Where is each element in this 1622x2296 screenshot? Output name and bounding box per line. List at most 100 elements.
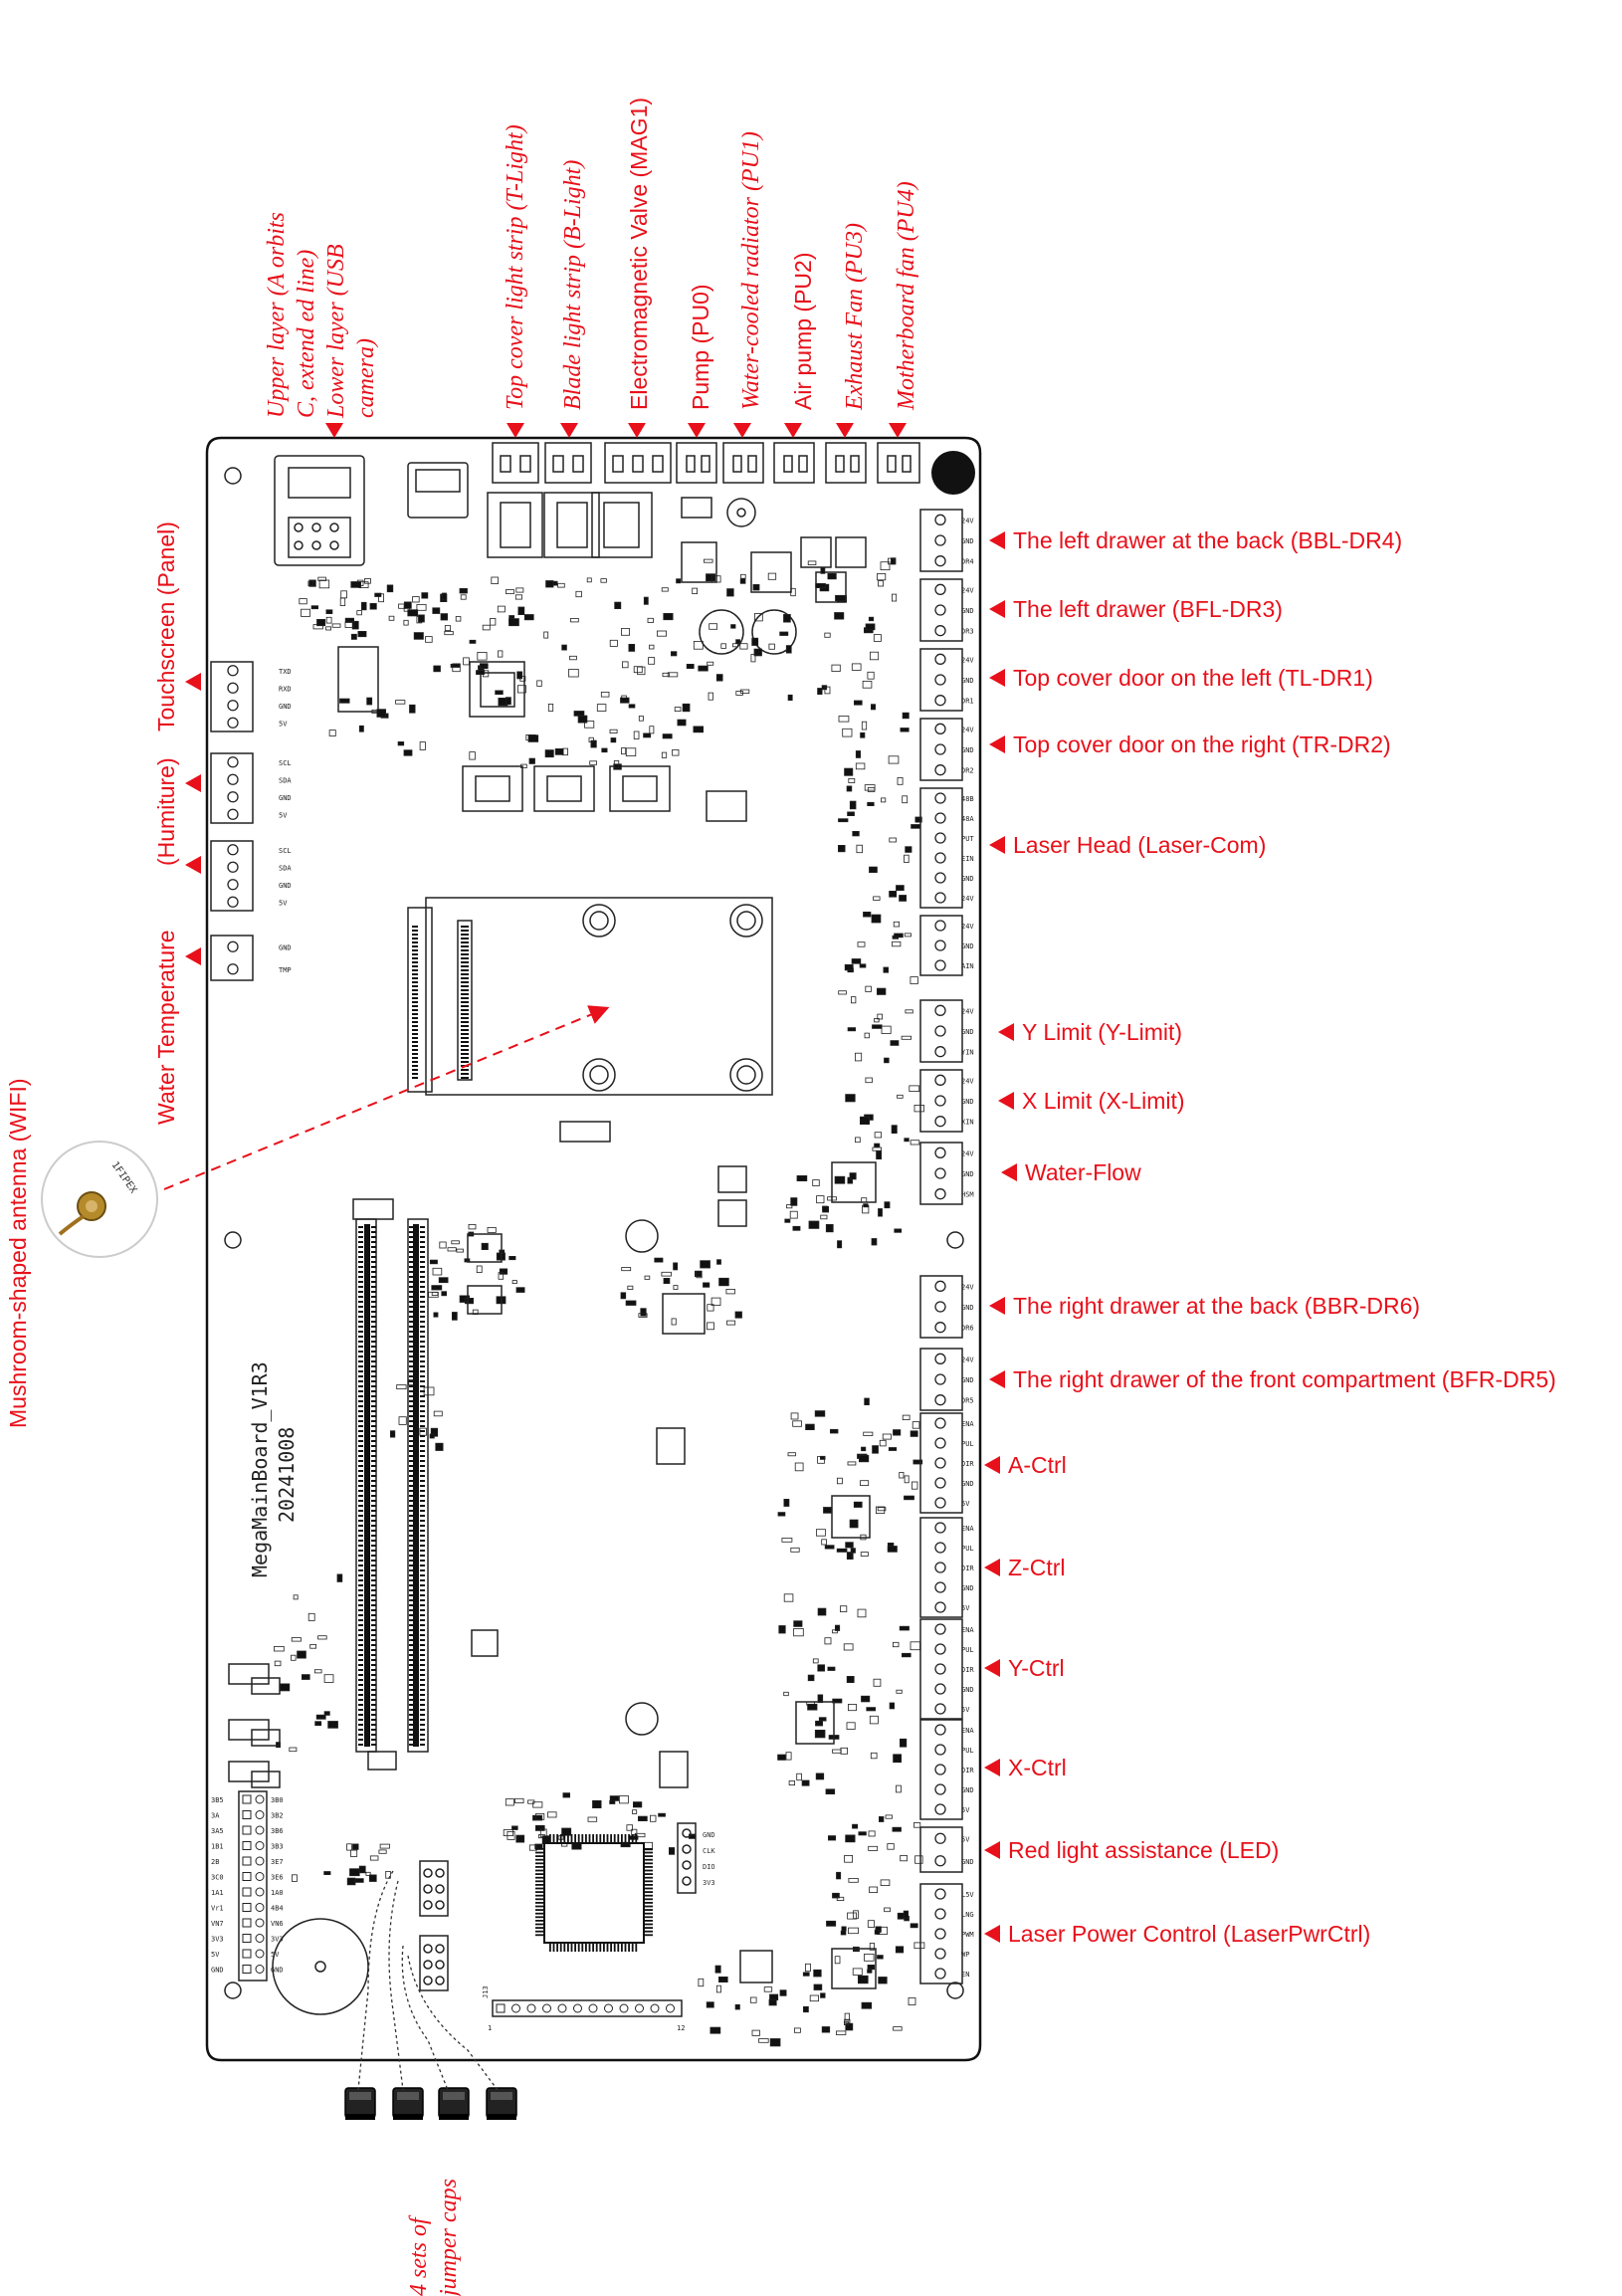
- smd-part: [838, 845, 846, 853]
- smd-part: [389, 1430, 396, 1438]
- header-pin: [255, 1841, 265, 1850]
- pin-label: GND: [279, 882, 292, 890]
- conn-tick: [358, 1246, 363, 1248]
- smd-part: [431, 1292, 439, 1296]
- conn-tick: [371, 1659, 376, 1661]
- smd-part: [801, 1779, 810, 1786]
- smd-part: [710, 2026, 721, 2034]
- mcu-pin: [610, 1834, 612, 1842]
- conn-tick: [358, 1395, 363, 1397]
- smd-part: [855, 762, 866, 770]
- smd-part: [821, 1539, 827, 1546]
- pcie-pin: [412, 985, 418, 987]
- conn-tick: [420, 1589, 425, 1591]
- mcu-pin: [595, 1944, 598, 1952]
- connector-pin: [934, 892, 946, 904]
- smd-part: [865, 623, 876, 631]
- conn-tick: [371, 1470, 376, 1472]
- conn-panel: [210, 661, 254, 732]
- smd-part: [894, 1228, 903, 1233]
- conn-tick: [420, 1550, 425, 1552]
- mcu-pin: [535, 1848, 543, 1850]
- top-label-upper-layer-2: C, extend ed line): [294, 250, 319, 418]
- smd-part: [543, 631, 549, 639]
- smd-part: [824, 686, 831, 695]
- smd-part: [767, 572, 777, 580]
- connector-pin: [934, 604, 946, 616]
- smd-part: [627, 1285, 634, 1290]
- top-label-pu4: Motherboard fan (PU4): [894, 181, 919, 411]
- smd-part: [913, 1105, 924, 1113]
- pin-label: PWM: [961, 1931, 974, 1939]
- smd-part: [497, 605, 506, 613]
- smd-part: [468, 1224, 477, 1230]
- smd-part: [876, 1506, 886, 1514]
- left-arrow: [984, 1759, 1000, 1776]
- smd-part: [904, 1138, 910, 1143]
- wifi-antenna-icon: 1FIPEX: [41, 1141, 158, 1258]
- mcu-pin: [617, 1834, 620, 1842]
- smd-part: [838, 990, 847, 995]
- conn-tick: [371, 1231, 376, 1233]
- smd-part: [862, 681, 873, 689]
- pin-label: GND: [961, 1098, 974, 1106]
- conn-tick: [409, 1286, 413, 1288]
- smd-part: [669, 1847, 676, 1855]
- smd-part: [878, 580, 884, 587]
- smd-part: [307, 1612, 315, 1621]
- conn-tick: [358, 1699, 363, 1701]
- conn-tick: [371, 1530, 376, 1532]
- conn-tick: [371, 1301, 376, 1303]
- smd-part: [505, 1798, 514, 1806]
- jumper-cap: [344, 2087, 376, 2120]
- pcie-pin: [412, 1069, 418, 1071]
- usb-connector-stack: [274, 455, 365, 566]
- smd-part: [323, 1711, 330, 1716]
- smd-part: [633, 1801, 643, 1808]
- conn-tick: [358, 1266, 363, 1268]
- smd-part: [912, 1459, 923, 1465]
- mcu-pin: [535, 1916, 543, 1919]
- smd-part: [802, 1972, 810, 1977]
- conn-tick: [420, 1629, 425, 1631]
- smd-part: [902, 795, 909, 804]
- smd-part: [882, 1433, 892, 1440]
- smd-part: [476, 670, 486, 675]
- smd-part: [751, 2029, 760, 2036]
- mcu-pin: [592, 1944, 594, 1952]
- smd-part: [344, 621, 355, 628]
- smd-part: [913, 1942, 925, 1950]
- conn-tick: [358, 1286, 363, 1288]
- conn-tick: [409, 1545, 413, 1547]
- connector-pin: [934, 723, 946, 734]
- smd-part: [869, 1715, 879, 1725]
- conn-tick: [409, 1569, 413, 1571]
- connector-pin: [934, 792, 946, 804]
- mcu-pin: [645, 1851, 653, 1854]
- smd-part: [813, 1969, 822, 1978]
- conn-tick: [358, 1360, 363, 1362]
- jumper-cap: [392, 2087, 424, 2120]
- smd-part: [340, 590, 347, 599]
- conn-tick: [409, 1455, 413, 1457]
- smd-part: [503, 1829, 513, 1836]
- conn-tick: [420, 1674, 425, 1676]
- conn-tick: [420, 1360, 425, 1362]
- smd-part: [859, 963, 867, 968]
- top-label-b-light: Blade light strip (B-Light): [560, 160, 586, 410]
- down-arrow: [507, 423, 524, 438]
- smd-part: [667, 672, 679, 678]
- pin-label: 48A: [961, 815, 974, 823]
- smd-part: [682, 703, 691, 713]
- conn-tick: [420, 1460, 425, 1462]
- smd-part: [867, 671, 875, 680]
- conn-tick: [371, 1281, 376, 1283]
- conn-tick: [358, 1435, 363, 1437]
- connector-pin: [934, 1437, 946, 1449]
- j14-3v3-label: 3V3: [703, 1879, 715, 1887]
- connector-pin: [934, 1764, 946, 1775]
- pcie-pin: [412, 969, 418, 971]
- mcu-pin: [535, 1855, 543, 1857]
- j13-pin: [619, 2003, 629, 2013]
